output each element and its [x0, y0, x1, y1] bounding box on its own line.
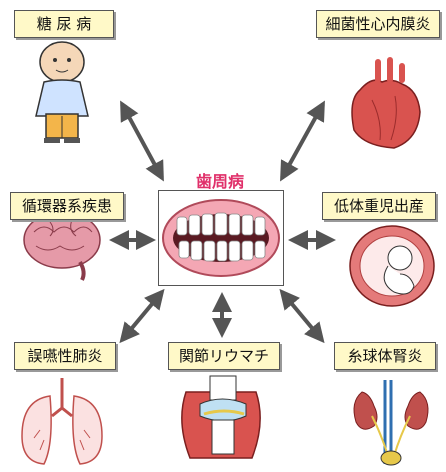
lungs-icon: [22, 378, 102, 464]
center-title: 歯周病: [160, 168, 280, 192]
label-nephritis: 糸球体腎炎: [334, 342, 436, 370]
arrow-endocarditis: [282, 104, 323, 178]
label-diabetes: 糖 尿 病: [14, 10, 114, 38]
person-icon: [36, 42, 88, 143]
arrow-pneumonia: [122, 292, 162, 340]
mouth-teeth-icon: [159, 191, 283, 285]
label-cardiovascular: 循環器系疾患: [10, 192, 124, 220]
label-rheumatoid-arthritis: 関節リウマチ: [168, 342, 280, 370]
knee-joint-icon: [182, 376, 260, 458]
brain-icon: [24, 212, 100, 280]
heart-icon: [352, 60, 420, 148]
label-endocarditis: 細菌性心内膜炎: [316, 10, 440, 38]
arrow-diabetes: [122, 104, 162, 178]
label-low-birth-weight: 低体重児出産: [322, 192, 436, 220]
fetus-icon: [350, 226, 434, 306]
arrow-nephritis: [282, 292, 322, 340]
kidneys-icon: [354, 380, 428, 465]
mouth-teeth-panel: [158, 190, 284, 286]
label-pneumonia: 誤嚥性肺炎: [14, 342, 116, 370]
